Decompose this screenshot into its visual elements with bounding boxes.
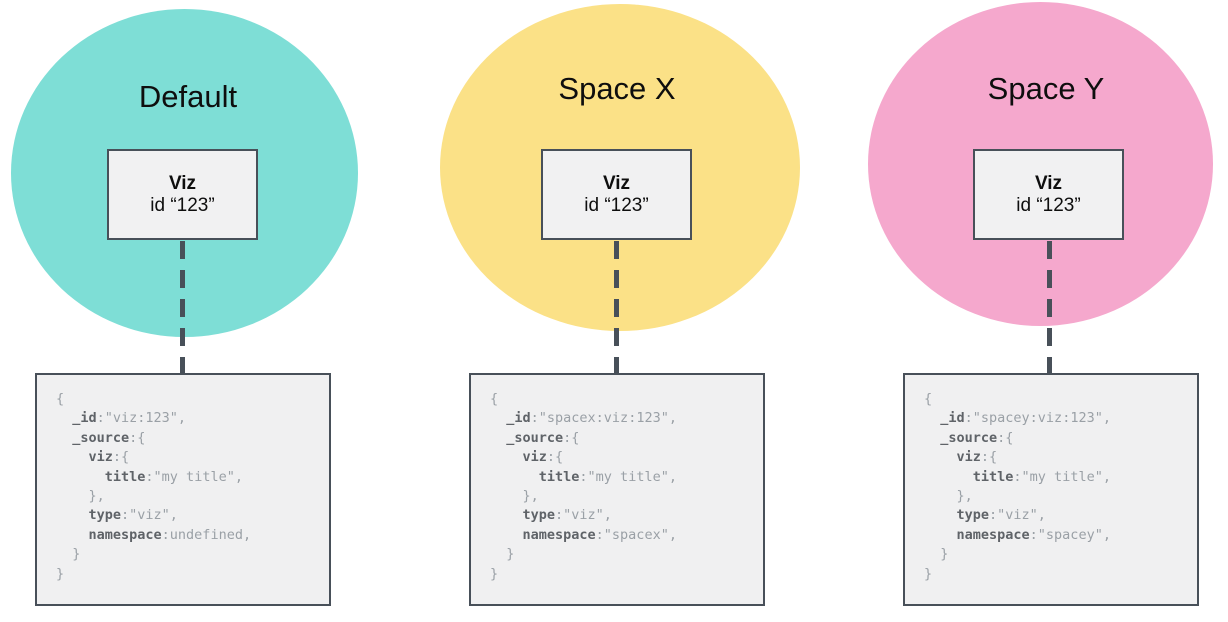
code-line: { [490, 391, 499, 407]
viz-node: Viz id “123” [107, 149, 258, 240]
namespace-title: Space X [558, 71, 676, 106]
viz-node-title: Viz [1034, 172, 1063, 194]
code-line: namespace:"spacey", [956, 526, 1111, 543]
document-code-block: { _id:"spacey:viz:123", _source:{ viz:{ … [903, 373, 1199, 606]
code-line: _id:"spacex:viz:123", [506, 410, 677, 427]
code-line: } [490, 546, 515, 563]
code-line: namespace:undefined, [88, 526, 252, 543]
code-line: } [924, 565, 933, 582]
code-line: { [924, 391, 933, 407]
code-line: namespace:"spacex", [522, 526, 677, 543]
code-line: _source:{ [506, 429, 580, 446]
document-code-block: { _id:"spacex:viz:123", _source:{ viz:{ … [469, 373, 765, 606]
code-line: _source:{ [72, 429, 146, 446]
viz-node-title: Viz [168, 172, 197, 194]
viz-node: Viz id “123” [973, 149, 1124, 240]
namespace-title: Space Y [987, 71, 1105, 106]
code-line: type:"viz", [956, 507, 1046, 524]
dashed-connector [614, 241, 619, 373]
dashed-connector [1047, 241, 1052, 373]
code-line: } [490, 565, 499, 582]
viz-node-id: id “123” [584, 194, 649, 216]
document-code-block: { _id:"viz:123", _source:{ viz:{ title:"… [35, 373, 331, 606]
code-line: } [924, 546, 949, 563]
namespace-title: Default [138, 79, 238, 114]
code-line: title:"my title", [972, 468, 1111, 485]
code-line: { [56, 391, 65, 407]
code-line: type:"viz", [88, 507, 178, 524]
code-line: }, [490, 488, 539, 505]
code-line: _id:"viz:123", [72, 410, 187, 427]
viz-node-id: id “123” [1016, 194, 1081, 216]
viz-node-id: id “123” [150, 194, 215, 216]
code-line: }, [924, 488, 973, 505]
code-line: title:"my title", [538, 468, 677, 485]
code-line: _id:"spacey:viz:123", [940, 410, 1111, 427]
viz-node: Viz id “123” [541, 149, 692, 240]
code-line: _source:{ [940, 429, 1014, 446]
code-line: }, [56, 488, 105, 505]
viz-node-title: Viz [602, 172, 631, 194]
code-line: } [56, 546, 81, 563]
code-line: title:"my title", [104, 468, 243, 485]
code-line: viz:{ [956, 449, 998, 466]
dashed-connector [180, 241, 185, 373]
code-line: viz:{ [88, 449, 130, 466]
code-line: type:"viz", [522, 507, 612, 524]
code-line: } [56, 565, 65, 582]
code-line: viz:{ [522, 449, 564, 466]
